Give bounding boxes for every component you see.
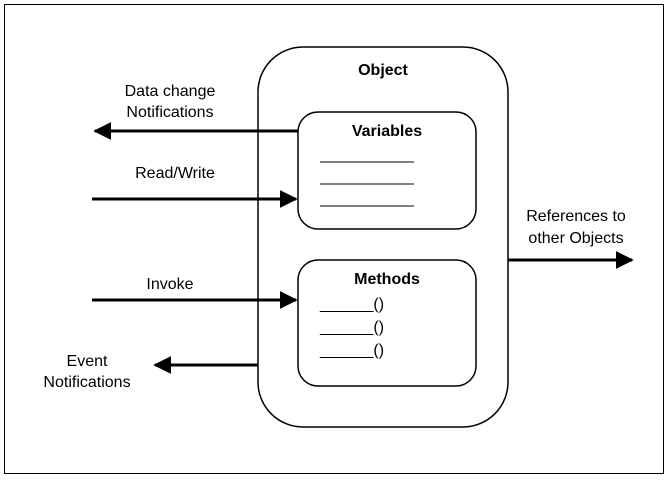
event-label-line1: Event: [66, 353, 108, 370]
object-box: [257, 46, 509, 428]
method-item-3: ______(): [320, 342, 385, 359]
diagram-frame: [4, 4, 664, 474]
methods-box: [297, 259, 477, 387]
invoke-label: Invoke: [146, 276, 194, 293]
read-write-label: Read/Write: [135, 165, 215, 182]
object-title: Object: [358, 62, 408, 79]
event-label-line2: Notifications: [43, 374, 131, 391]
variables-box: [297, 111, 477, 230]
methods-title: Methods: [354, 271, 420, 288]
data-change-label-line1: Data change: [124, 83, 216, 100]
method-item-2: ______(): [320, 319, 385, 336]
data-change-label-line2: Notifications: [126, 104, 214, 121]
variables-title: Variables: [351, 123, 423, 140]
method-item-1: ______(): [320, 296, 385, 313]
references-label-line1: References to: [526, 208, 626, 225]
references-label-line2: other Objects: [528, 230, 624, 247]
